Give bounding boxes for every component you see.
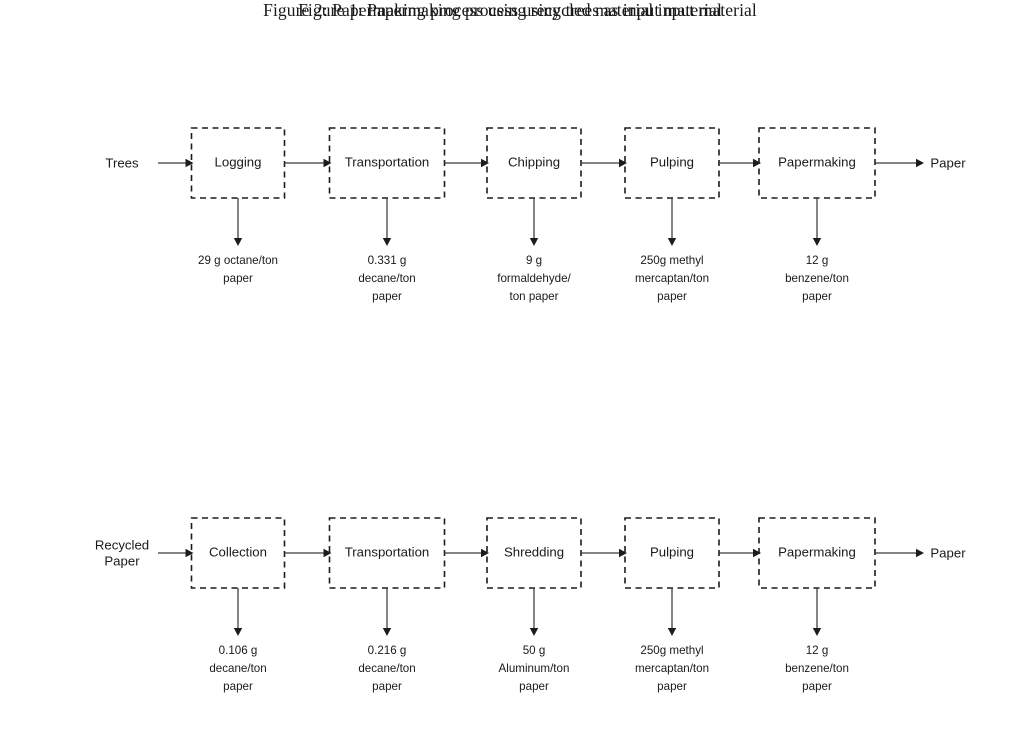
figure-2-caption: Figure 2: Papermaking process using recy…: [263, 0, 757, 20]
process-box-label: Papermaking: [778, 544, 856, 559]
arrow-head-icon: [916, 158, 924, 168]
output-material-label: Paper: [930, 156, 966, 171]
arrow-head-icon: [323, 548, 332, 558]
arrow-head-icon: [382, 238, 392, 246]
process-box-label: Shredding: [504, 544, 564, 559]
figure-1-caption: Figure 1: Papermaking process using tree…: [298, 0, 722, 20]
process-box-label: Papermaking: [778, 154, 856, 169]
process-box-label: Collection: [209, 544, 267, 559]
arrow-head-icon: [185, 548, 194, 558]
arrow-head-icon: [753, 158, 761, 168]
input-material-label: Trees: [105, 156, 139, 171]
arrow-head-icon: [667, 628, 677, 636]
arrow-head-icon: [233, 628, 243, 636]
arrow-head-icon: [233, 238, 243, 246]
process-box-label: Transportation: [345, 544, 430, 559]
arrow-head-icon: [323, 158, 332, 168]
process-box-label: Logging: [215, 154, 262, 169]
arrow-head-icon: [916, 548, 924, 558]
arrow-head-icon: [481, 158, 489, 168]
arrow-head-icon: [619, 548, 627, 558]
arrow-head-icon: [812, 628, 822, 636]
arrow-head-icon: [529, 238, 539, 246]
arrow-head-icon: [185, 158, 194, 168]
arrow-head-icon: [667, 238, 677, 246]
process-box-label: Pulping: [650, 154, 694, 169]
arrow-head-icon: [619, 158, 627, 168]
process-box-label: Transportation: [345, 154, 430, 169]
process-box-label: Pulping: [650, 544, 694, 559]
output-material-label: Paper: [930, 546, 966, 561]
arrow-head-icon: [481, 548, 489, 558]
arrow-head-icon: [382, 628, 392, 636]
arrow-head-icon: [812, 238, 822, 246]
process-box-label: Chipping: [508, 154, 560, 169]
arrow-head-icon: [529, 628, 539, 636]
arrow-head-icon: [753, 548, 761, 558]
